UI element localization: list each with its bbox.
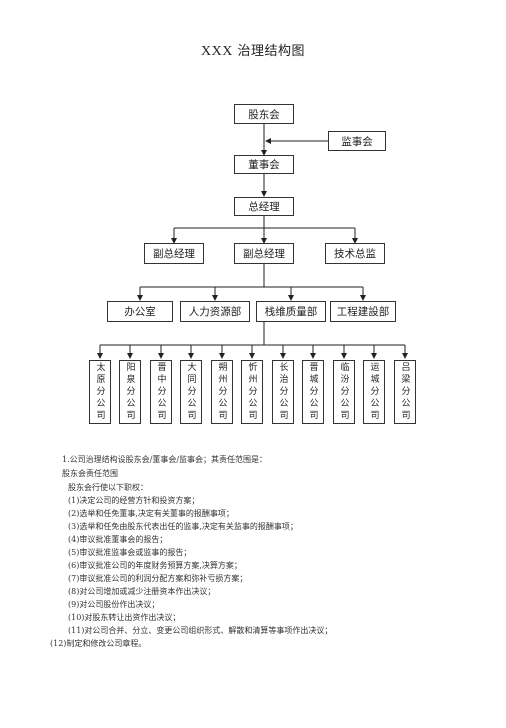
power-item: (5)审议批准监事会或监事的报告； bbox=[68, 548, 192, 557]
branch-box: 阳泉分公司 bbox=[119, 360, 141, 424]
power-item: (7)审议批准公司的利润分配方案和弥补亏损方案； bbox=[68, 574, 248, 583]
branch-box: 晋城分公司 bbox=[302, 360, 324, 424]
node-deputy-gm-2: 副总经理 bbox=[234, 243, 294, 264]
branch-box: 长治分公司 bbox=[272, 360, 294, 424]
section-subtitle: 股东会责任范围 bbox=[62, 469, 118, 478]
node-tech-director: 技术总监 bbox=[325, 243, 385, 264]
power-item: (4)审议批准董事会的报告； bbox=[68, 535, 168, 544]
node-general-manager: 总经理 bbox=[234, 197, 294, 216]
node-supervisors: 监事会 bbox=[328, 131, 386, 151]
node-dept-quality: 栈维质量部 bbox=[256, 301, 326, 322]
power-item: (12)制定和修改公司章程。 bbox=[50, 639, 147, 648]
power-item: (1)决定公司的经营方针和投资方案； bbox=[68, 496, 200, 505]
node-shareholders: 股东会 bbox=[234, 104, 294, 124]
node-dept-office: 办公室 bbox=[107, 301, 173, 322]
page-title: XXX 治理结构图 bbox=[0, 40, 506, 60]
branch-box: 临汾分公司 bbox=[333, 360, 355, 424]
title-prefix: XXX bbox=[201, 44, 233, 59]
power-item: (10)对股东转让出资作出决议； bbox=[68, 613, 181, 622]
power-item: (9)对公司股份作出决议； bbox=[68, 600, 160, 609]
power-item: (3)选举和任免由股东代表出任的监事,决定有关监事的报酬事项； bbox=[68, 522, 298, 531]
powers-lead: 股东会行使以下职权： bbox=[68, 483, 148, 492]
branch-box: 太原分公司 bbox=[89, 360, 111, 424]
branch-box: 晋中分公司 bbox=[150, 360, 172, 424]
node-board: 董事会 bbox=[234, 155, 294, 174]
branch-box: 朔州分公司 bbox=[211, 360, 233, 424]
branch-box: 大同分公司 bbox=[180, 360, 202, 424]
power-item: (8)对公司增加或减少注册资本作出决议； bbox=[68, 587, 216, 596]
title-text: 治理结构图 bbox=[237, 44, 305, 59]
node-dept-hr: 人力资源部 bbox=[180, 301, 250, 322]
power-item: (2)选举和任免董事,决定有关董事的报酬事项； bbox=[68, 509, 234, 518]
power-item: (6)审议批准公司的年度财务预算方案,决算方案； bbox=[68, 561, 242, 570]
branch-box: 吕梁分公司 bbox=[394, 360, 416, 424]
node-dept-engineering: 工程建設部 bbox=[330, 301, 396, 322]
branch-box: 忻州分公司 bbox=[241, 360, 263, 424]
branch-box: 运城分公司 bbox=[363, 360, 385, 424]
power-item: (11)对公司合并、分立、变更公司组织形式、解散和清算等事项作出决议； bbox=[68, 626, 333, 635]
section-intro: 1.公司治理结构设股东会/董事会/监事会；其责任范围是： bbox=[62, 455, 268, 464]
node-deputy-gm-1: 副总经理 bbox=[144, 243, 204, 264]
